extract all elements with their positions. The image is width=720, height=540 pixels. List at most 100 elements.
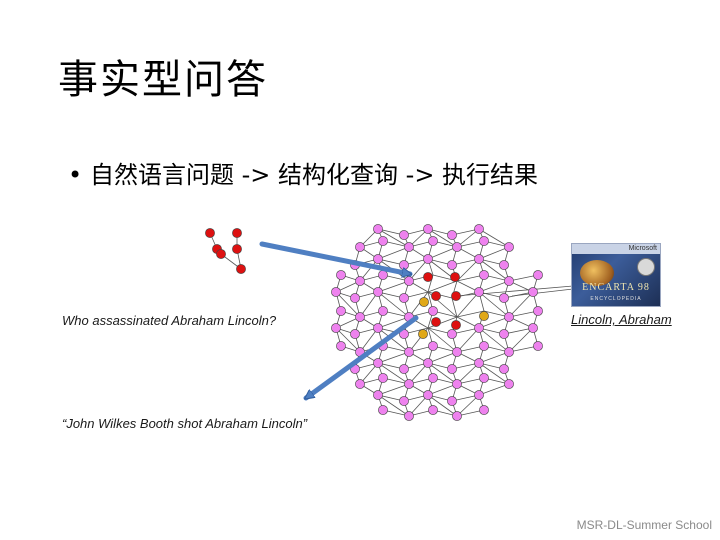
kg-node bbox=[378, 405, 387, 414]
kg-node bbox=[423, 390, 432, 399]
kg-edge bbox=[378, 384, 409, 395]
kg-query-node bbox=[431, 317, 440, 326]
kg-edge bbox=[509, 328, 533, 352]
kg-node bbox=[528, 287, 537, 296]
kg-node bbox=[350, 329, 359, 338]
answer-entity-label: Lincoln, Abraham bbox=[571, 312, 672, 327]
kg-node bbox=[355, 379, 364, 388]
query-node bbox=[232, 244, 241, 253]
query-node bbox=[216, 249, 225, 258]
kg-node bbox=[373, 224, 382, 233]
kg-node bbox=[479, 341, 488, 350]
kg-node bbox=[399, 293, 408, 302]
kg-node bbox=[528, 323, 537, 332]
kg-node bbox=[404, 411, 413, 420]
encarta-top-text: Microsoft bbox=[572, 244, 660, 254]
kg-node bbox=[474, 390, 483, 399]
kg-node bbox=[373, 254, 382, 263]
query-match-arrow bbox=[262, 244, 410, 274]
kg-node bbox=[474, 224, 483, 233]
kg-node bbox=[399, 260, 408, 269]
kg-query-node bbox=[423, 272, 432, 281]
kg-node bbox=[378, 270, 387, 279]
encarta-cover-image: Microsoft ENCARTA 98 ENCYCLOPEDIA bbox=[571, 243, 661, 307]
kg-node bbox=[504, 276, 513, 285]
kg-node bbox=[474, 254, 483, 263]
kg-node bbox=[479, 236, 488, 245]
kg-node bbox=[428, 236, 437, 245]
kg-answer-node bbox=[479, 311, 488, 320]
kg-node bbox=[447, 396, 456, 405]
kg-node bbox=[404, 379, 413, 388]
kg-node bbox=[474, 287, 483, 296]
disc-icon bbox=[637, 258, 655, 276]
kg-node bbox=[336, 306, 345, 315]
kg-node bbox=[350, 293, 359, 302]
kg-node bbox=[373, 358, 382, 367]
kg-node bbox=[533, 341, 542, 350]
query-node bbox=[232, 228, 241, 237]
kg-node bbox=[452, 411, 461, 420]
kg-node bbox=[423, 224, 432, 233]
kg-node bbox=[504, 379, 513, 388]
kg-node bbox=[474, 323, 483, 332]
kg-node bbox=[373, 323, 382, 332]
kg-node bbox=[399, 364, 408, 373]
kg-node bbox=[331, 323, 340, 332]
kg-node bbox=[533, 270, 542, 279]
kg-node bbox=[378, 306, 387, 315]
kg-node bbox=[447, 364, 456, 373]
kg-query-node bbox=[451, 291, 460, 300]
kg-node bbox=[404, 242, 413, 251]
kg-node bbox=[373, 287, 382, 296]
kg-node bbox=[378, 373, 387, 382]
kg-node bbox=[504, 347, 513, 356]
kg-edge bbox=[428, 281, 457, 292]
kg-node bbox=[428, 373, 437, 382]
kg-node bbox=[479, 373, 488, 382]
kg-node bbox=[499, 329, 508, 338]
footer-text: MSR-DL-Summer School bbox=[577, 518, 712, 532]
encarta-brand: ENCARTA 98 bbox=[572, 282, 660, 293]
kg-node bbox=[447, 230, 456, 239]
kg-node bbox=[428, 341, 437, 350]
kg-node bbox=[336, 341, 345, 350]
kg-query-node bbox=[450, 272, 459, 281]
kg-node bbox=[504, 242, 513, 251]
kg-node bbox=[378, 236, 387, 245]
kg-node bbox=[447, 329, 456, 338]
kg-node bbox=[504, 312, 513, 321]
kg-query-node bbox=[431, 291, 440, 300]
kg-node bbox=[355, 242, 364, 251]
kg-node bbox=[474, 358, 483, 367]
kg-node bbox=[423, 254, 432, 263]
kg-query-node bbox=[451, 320, 460, 329]
kg-node bbox=[336, 270, 345, 279]
answer-sentence-label: “John Wilkes Booth shot Abraham Lincoln” bbox=[62, 416, 307, 431]
encarta-subtitle: ENCYCLOPEDIA bbox=[572, 296, 660, 302]
kg-node bbox=[399, 396, 408, 405]
kg-node bbox=[499, 364, 508, 373]
kg-node bbox=[355, 312, 364, 321]
kg-node bbox=[479, 405, 488, 414]
kg-node bbox=[452, 379, 461, 388]
kg-node bbox=[499, 293, 508, 302]
kg-answer-node bbox=[418, 329, 427, 338]
kg-node bbox=[355, 276, 364, 285]
query-node bbox=[205, 228, 214, 237]
kg-node bbox=[331, 287, 340, 296]
kg-node bbox=[423, 358, 432, 367]
kg-node bbox=[452, 347, 461, 356]
kg-edge bbox=[378, 247, 409, 259]
kg-node bbox=[447, 260, 456, 269]
kg-edge bbox=[378, 352, 409, 363]
kg-node bbox=[452, 242, 461, 251]
query-node bbox=[236, 264, 245, 273]
kg-node bbox=[479, 270, 488, 279]
kg-node bbox=[404, 276, 413, 285]
question-label: Who assassinated Abraham Lincoln? bbox=[62, 313, 276, 328]
kg-node bbox=[399, 230, 408, 239]
kg-node bbox=[499, 260, 508, 269]
kg-node bbox=[533, 306, 542, 315]
kg-node bbox=[428, 405, 437, 414]
